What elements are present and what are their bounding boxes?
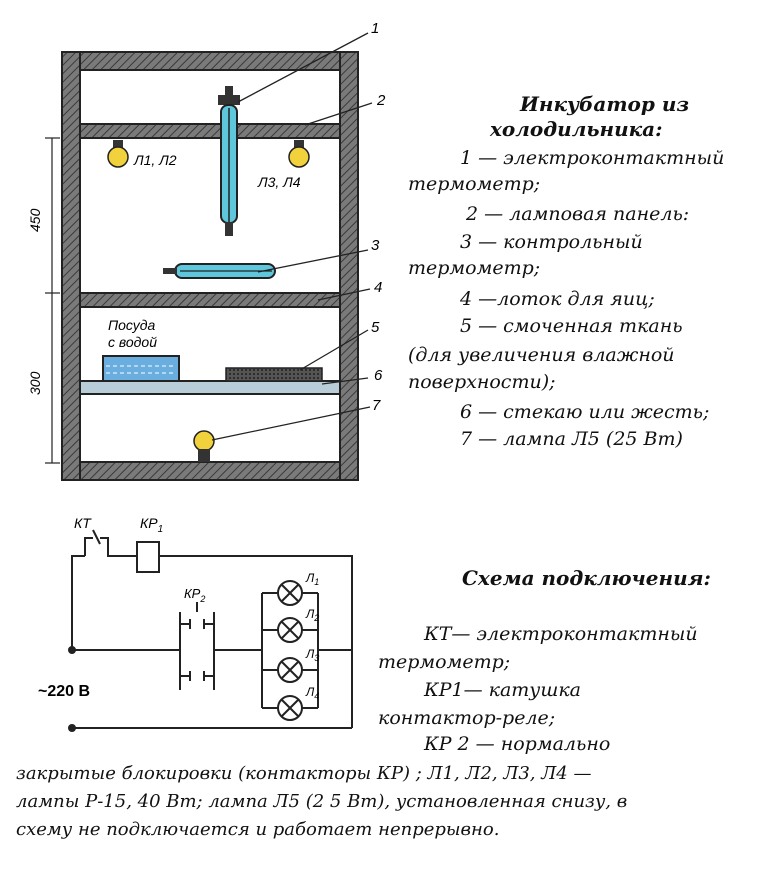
number-3: 3 xyxy=(371,237,380,254)
scheme-line: закрытые блокировки (контакторы КР) ; Л1… xyxy=(16,763,592,784)
lamp-l1-symbol xyxy=(277,580,303,606)
lamps-l1-l2-label: Л1, Л2 xyxy=(133,152,177,168)
scheme-line: КР1— катушка xyxy=(424,679,582,701)
scheme-lamps xyxy=(277,580,303,721)
scheme-line: лампы Р-15, 40 Вт; лампа Л5 (2 5 Вт), ус… xyxy=(16,791,628,812)
number-1: 1 xyxy=(371,20,379,37)
lamp-l2-label: Л2 xyxy=(305,607,319,623)
scheme-line: схему не подключается и работает непреры… xyxy=(16,819,500,840)
legend-item: 7 — лампа Л5 (25 Вт) xyxy=(460,428,683,450)
legend-item: 2 — ламповая панель: xyxy=(466,203,690,225)
egg-tray-shelf xyxy=(79,292,341,308)
leader-lines xyxy=(211,32,373,441)
scheme-line: КТ— электроконтактный xyxy=(424,623,698,645)
contact-thermometer xyxy=(218,86,240,236)
legend-item: 5 — смоченная ткань xyxy=(460,315,683,337)
legend-item: термометр; xyxy=(408,257,541,279)
bulb-l3-l4 xyxy=(288,140,310,168)
legend-item: (для увеличения влажной xyxy=(408,344,675,366)
bulb-l1-l2 xyxy=(107,140,129,168)
kt-label: КТ xyxy=(74,515,92,531)
lamp-l3-symbol xyxy=(277,657,303,683)
lamp-l2-symbol xyxy=(277,617,303,643)
bulb-l5 xyxy=(193,430,215,462)
scheme-line: термометр; xyxy=(378,651,511,673)
legend-title-line2: холодильника: xyxy=(490,117,663,141)
kp2-label: КР2 xyxy=(184,586,205,604)
cabinet-right-wall xyxy=(339,51,359,481)
lamp-l4-symbol xyxy=(277,695,303,721)
wiring-scheme xyxy=(68,529,353,732)
legend-item: 1 — электроконтактный xyxy=(460,147,725,169)
dimension-lines xyxy=(45,137,60,464)
number-6: 6 xyxy=(374,367,383,384)
cabinet-bottom-wall xyxy=(61,461,359,481)
legend-item: 4 —лоток для яиц; xyxy=(460,288,655,310)
scheme-title: Схема подключения: xyxy=(462,566,711,590)
legend-item: 6 — стекаю или жесть; xyxy=(460,401,710,423)
lamps-l3-l4-label: Л3, Л4 xyxy=(257,174,301,190)
dimension-300: 300 xyxy=(27,371,43,395)
voltage-label: ~220 В xyxy=(38,683,90,700)
lamp-l3-label: Л3 xyxy=(305,647,319,663)
control-thermometer xyxy=(163,263,276,279)
number-7: 7 xyxy=(372,397,381,414)
dimension-450: 450 xyxy=(27,208,43,232)
legend-title-line1: Инкубатор из xyxy=(520,92,690,116)
dish-label-line2: с водой xyxy=(108,334,157,350)
scheme-line: КР 2 — нормально xyxy=(424,733,611,755)
kp1-label: КР1 xyxy=(140,515,163,535)
legend-item: термометр; xyxy=(408,173,541,195)
dish-label-line1: Посуда xyxy=(108,317,156,333)
cabinet-left-wall xyxy=(61,51,81,481)
number-4: 4 xyxy=(374,279,382,296)
lamp-l1-label: Л1 xyxy=(305,571,319,587)
number-2: 2 xyxy=(376,92,386,109)
scheme-line: контактор-реле; xyxy=(378,707,556,729)
lamp-l4-label: Л4 xyxy=(305,685,319,701)
cabinet xyxy=(61,51,359,481)
wet-cloth xyxy=(225,367,323,382)
lamp-panel-shelf xyxy=(79,123,341,139)
cabinet-top-wall xyxy=(61,51,359,71)
number-5: 5 xyxy=(371,319,380,336)
legend-item: поверхности); xyxy=(408,371,556,393)
legend-item: 3 — контрольный xyxy=(460,231,643,253)
glass-sheet xyxy=(79,380,341,395)
water-dish xyxy=(102,355,180,382)
